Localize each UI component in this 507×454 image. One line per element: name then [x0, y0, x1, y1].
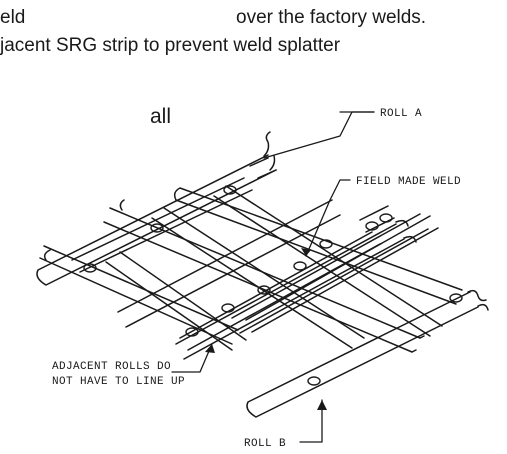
roll-a-label: ROLL A [380, 108, 422, 120]
weld-dots [83, 185, 463, 386]
roll-ends [43, 131, 489, 311]
field-weld-label: FIELD MADE WELD [356, 176, 461, 188]
roll-b-leader [299, 399, 323, 443]
wire [225, 185, 443, 327]
wire [119, 251, 247, 341]
strip-roll-b-2 [246, 291, 479, 418]
transverse-wires [71, 177, 439, 351]
instruction-line1-right: over the factory welds. [236, 7, 427, 28]
factory-weld-dot [223, 185, 237, 195]
wire [251, 227, 439, 333]
roll-end [119, 199, 125, 211]
strip-3 [175, 223, 405, 360]
roll-end [43, 249, 51, 261]
adjacent-leader [171, 343, 213, 373]
field-weld-dot [293, 261, 307, 271]
field-weld-arrowhead [301, 248, 311, 256]
adjacent-arrowhead [205, 344, 215, 353]
factory-weld-dot [449, 293, 463, 303]
roll-a-top-end [269, 155, 276, 171]
strip-end [411, 335, 425, 353]
factory-weld-dot [365, 221, 379, 231]
wire [245, 215, 431, 321]
strip-roll-a-1 [173, 187, 463, 305]
field-weld-dot [319, 239, 333, 249]
instruction-fragment: all [150, 105, 172, 128]
roll-b-arrowhead [317, 400, 327, 410]
roll-end [395, 219, 409, 227]
wire [179, 231, 373, 339]
wire [71, 177, 245, 261]
factory-weld-dot [307, 376, 321, 386]
strip-4 [231, 213, 429, 334]
field-weld-leader [305, 179, 351, 257]
factory-weld-dot [185, 327, 199, 337]
factory-weld-dot [150, 223, 164, 233]
roll-end [477, 303, 489, 311]
roll-end [467, 289, 487, 302]
roll-a-end [249, 157, 277, 179]
roll-b-label: ROLL B [244, 438, 286, 450]
leader-lines [171, 111, 375, 443]
adjacent-label-line1: ADJACENT ROLLS DO [52, 361, 171, 373]
roll-a-leader [263, 111, 375, 159]
instruction-line2: jacent SRG strip to prevent weld splatte… [0, 35, 341, 56]
factory-weld-dot [221, 303, 235, 313]
roll-a-top-end [263, 131, 271, 157]
adjacent-label-line2: NOT HAVE TO LINE UP [52, 376, 185, 388]
field-weld-dot [257, 285, 271, 295]
strip-3 [39, 245, 239, 345]
factory-weld-dot [379, 213, 393, 223]
roll-end [403, 235, 417, 243]
factory-weld-dot [83, 263, 97, 273]
instruction-line1-left: eld [0, 7, 26, 28]
wire [213, 195, 431, 337]
